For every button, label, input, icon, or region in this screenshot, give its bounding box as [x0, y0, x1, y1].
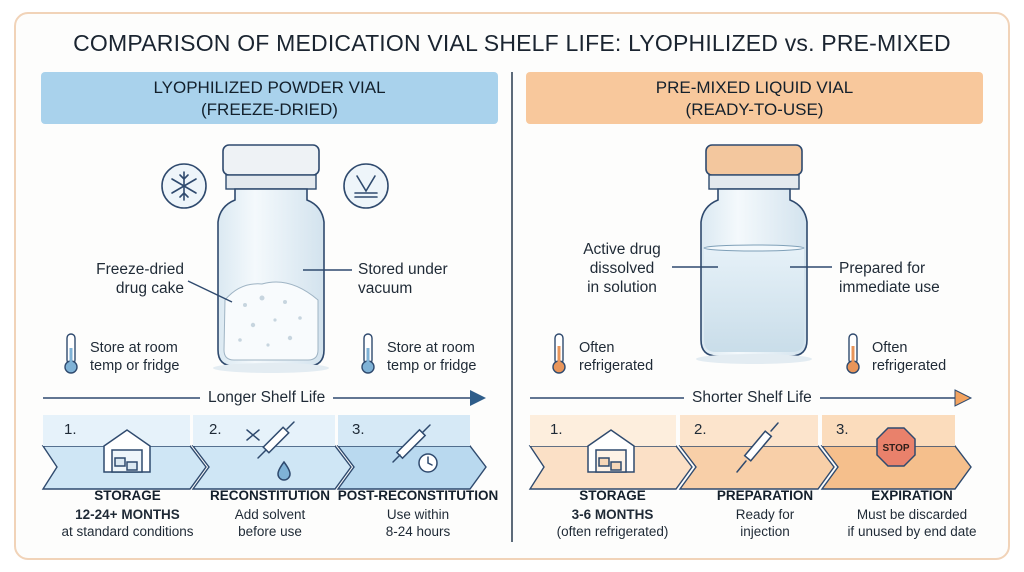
prepared-label-line1: Prepared for	[839, 260, 926, 277]
active-drug-label-line2: dissolved	[589, 260, 655, 277]
storage-note-line1: Often	[872, 340, 908, 356]
syringe-icon	[736, 422, 779, 473]
freeze-dried-cake-label-line2: drug cake	[115, 280, 184, 297]
premixed-header-title: PRE-MIXED LIQUID VIAL	[655, 78, 854, 97]
prepared-label-line2: immediate use	[839, 279, 940, 296]
description-line1: Ready for	[735, 507, 795, 522]
description-line1: Must be discarded	[856, 507, 968, 522]
warehouse-icon	[103, 429, 151, 473]
storage-note-line2: temp or fridge	[90, 358, 180, 374]
center-divider	[511, 72, 513, 542]
warehouse-icon	[587, 429, 635, 473]
stop-sign-text: STOP	[882, 443, 909, 454]
freeze-dried-cake-label: Freeze-dried drug cake	[60, 260, 184, 298]
step-number: 2.	[209, 421, 222, 438]
description-line2: if unused by end date	[847, 524, 977, 539]
storage-duration: 12-24+ MONTHS	[75, 507, 180, 522]
freeze-dried-cake-label-line1: Freeze-dried	[96, 261, 184, 278]
description-line1: Use within	[386, 507, 450, 522]
storage-duration: 3-6 MONTHS	[571, 507, 654, 522]
shorter-shelf-life-label: Shorter Shelf Life	[684, 389, 820, 407]
syringe-drop-icon	[246, 421, 295, 481]
active-drug-label-line1: Active drug	[583, 241, 661, 258]
lyophilized-header: LYOPHILIZED POWDER VIAL (FREEZE-DRIED)	[41, 72, 498, 124]
step-number: 3.	[836, 421, 849, 438]
post-reconstitution-step-description: Use within 8-24 hours	[336, 506, 500, 540]
step-number: 1.	[550, 421, 563, 438]
thermometer-icon	[64, 333, 78, 374]
description-line2: before use	[238, 524, 302, 539]
premixed-storage-right: Often refrigerated	[872, 339, 946, 375]
active-drug-label: Active drug dissolved in solution	[572, 240, 672, 297]
stored-under-vacuum-label: Stored under vacuum	[358, 260, 478, 298]
premixed-header: PRE-MIXED LIQUID VIAL (READY-TO-USE)	[526, 72, 983, 124]
step-number: 1.	[64, 421, 77, 438]
description-line1: Add solvent	[234, 507, 306, 522]
active-drug-label-line3: in solution	[587, 279, 657, 296]
lyophilized-header-title: LYOPHILIZED POWDER VIAL	[153, 78, 386, 97]
preparation-step-title: PREPARATION	[716, 488, 814, 503]
storage-note-line2: refrigerated	[579, 358, 654, 374]
expiration-step-description: Must be discarded if unused by end date	[826, 506, 998, 540]
preparation-step-description: Ready for injection	[690, 506, 840, 540]
storage-note-line2: refrigerated	[872, 358, 947, 374]
description-line2: injection	[740, 524, 790, 539]
storage-conditions: at standard conditions	[61, 524, 194, 539]
premixed-header-subtitle: (READY-TO-USE)	[685, 100, 824, 119]
stop-sign-icon: STOP	[876, 427, 916, 467]
step-number: 3.	[352, 421, 365, 438]
storage-note-line1: Often	[579, 340, 615, 356]
longer-shelf-life-label: Longer Shelf Life	[200, 389, 334, 407]
premixed-vial	[672, 144, 832, 364]
lyophilized-vial	[187, 144, 352, 373]
description-line2: 8-24 hours	[385, 524, 451, 539]
storage-note-line2: temp or fridge	[387, 358, 477, 374]
vacuum-gauge-icon	[343, 163, 389, 209]
step-number: 2.	[694, 421, 707, 438]
lyophilized-header-subtitle: (FREEZE-DRIED)	[201, 100, 338, 119]
lyophilized-storage-left: Store at room temp or fridge	[90, 339, 179, 375]
expiration-step-title: EXPIRATION	[871, 488, 953, 503]
reconstitution-step-description: Add solvent before use	[200, 506, 340, 540]
storage-conditions: (often refrigerated)	[556, 524, 669, 539]
stored-under-vacuum-label-line2: vacuum	[358, 280, 413, 297]
thermometer-icon	[552, 333, 566, 374]
syringe-clock-icon	[392, 424, 438, 473]
storage-note-line1: Store at room	[90, 340, 178, 356]
thermometer-icon	[846, 333, 860, 374]
storage-step-description: 12-24+ MONTHS at standard conditions	[40, 506, 215, 540]
premixed-storage-step-description: 3-6 MONTHS (often refrigerated)	[530, 506, 695, 540]
prepared-immediate-use-label: Prepared for immediate use	[839, 259, 969, 297]
premixed-storage-left: Often refrigerated	[579, 339, 653, 375]
storage-step-title: STORAGE	[94, 488, 161, 503]
snowflake-icon	[161, 163, 207, 209]
lyophilized-storage-right: Store at room temp or fridge	[387, 339, 476, 375]
thermometer-icon	[361, 333, 375, 374]
premixed-storage-step-title: STORAGE	[579, 488, 646, 503]
reconstitution-step-title: RECONSTITUTION	[210, 488, 330, 503]
post-reconstitution-step-title: POST-RECONSTITUTION	[337, 488, 499, 503]
page-title: COMPARISON OF MEDICATION VIAL SHELF LIFE…	[73, 30, 951, 56]
storage-note-line1: Store at room	[387, 340, 475, 356]
stored-under-vacuum-label-line1: Stored under	[358, 261, 448, 278]
